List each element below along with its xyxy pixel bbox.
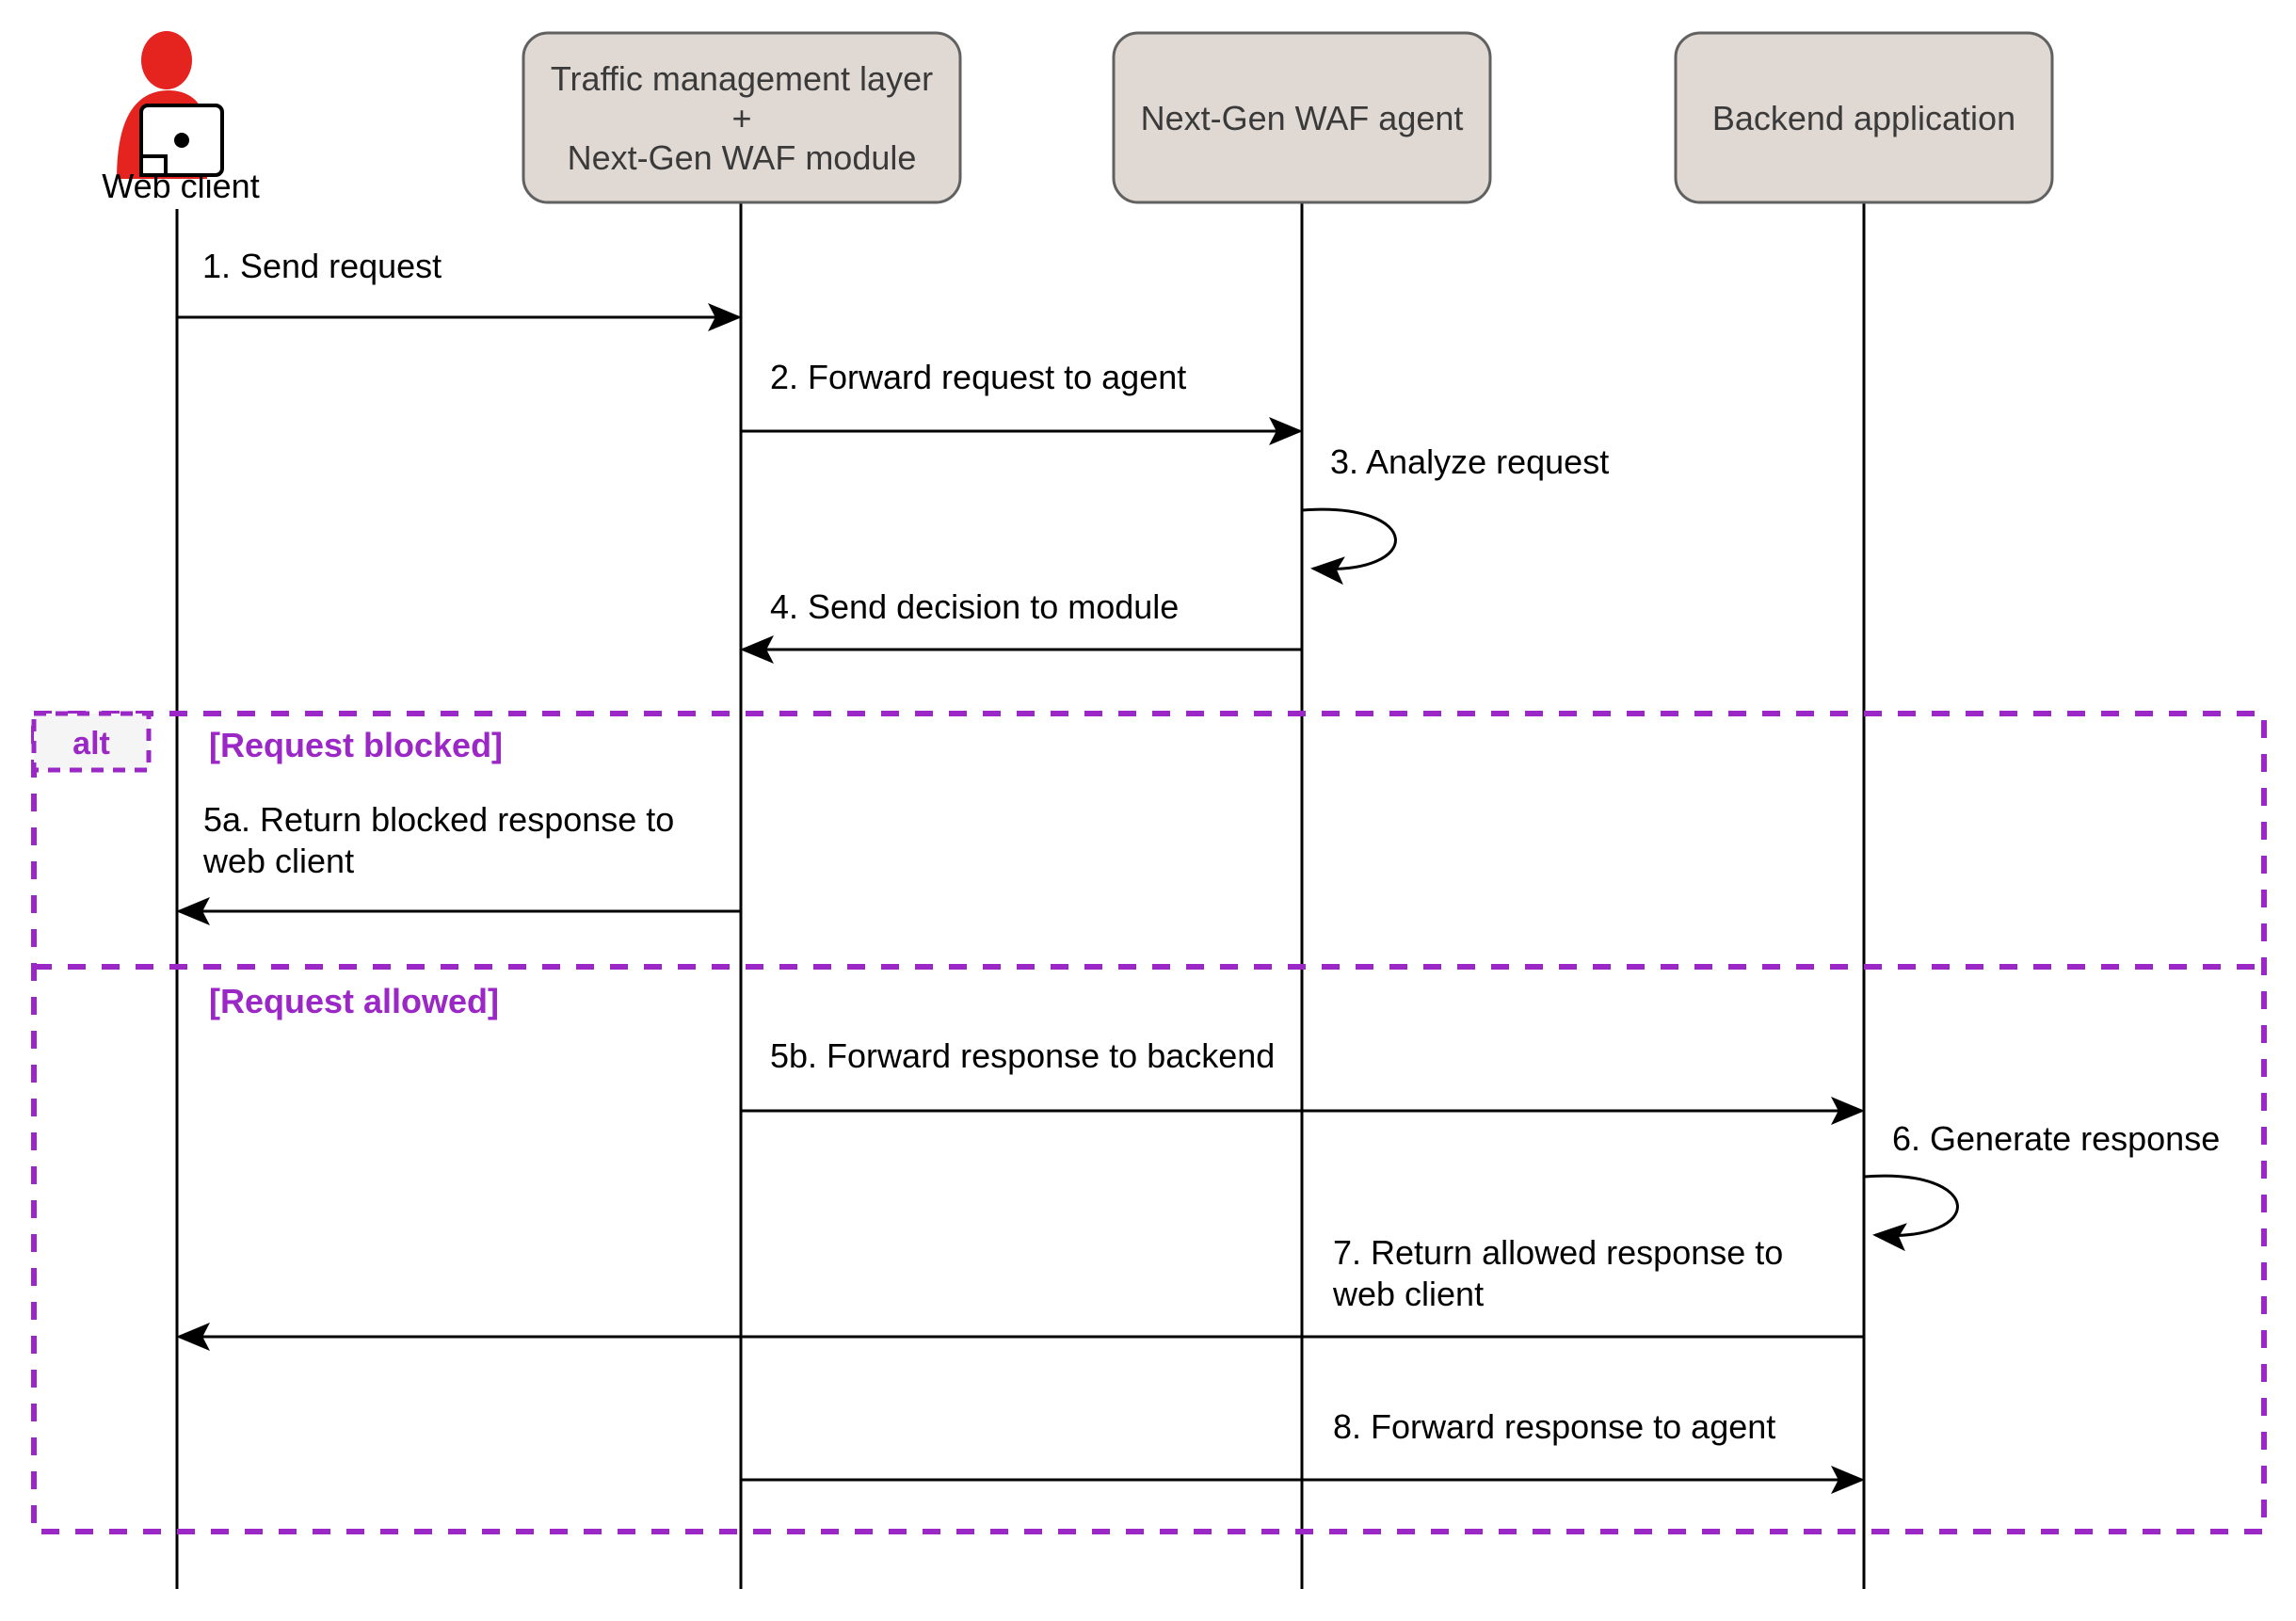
actor-label-traffic-line2: + xyxy=(731,99,751,137)
message-5a-return-blocked: 5a. Return blocked response to web clien… xyxy=(176,800,741,925)
message-2-forward-request: 2. Forward request to agent xyxy=(741,358,1303,445)
person-at-laptop-icon xyxy=(117,31,224,179)
message-3-self-loop xyxy=(1301,507,1397,586)
actor-box-traffic-module xyxy=(522,31,962,204)
lifelines xyxy=(175,202,1866,1589)
message-7-return-allowed: 7. Return allowed response to web client xyxy=(176,1233,1864,1351)
actor-box-waf-agent xyxy=(1112,31,1492,204)
actor-label-web-client: Web client xyxy=(102,167,259,205)
actor-waf-agent: Next-Gen WAF agent xyxy=(1112,31,1492,204)
actor-backend: Backend application xyxy=(1674,31,2054,204)
message-6-generate-response: 6. Generate response xyxy=(1863,1119,2220,1252)
message-6-self-loop xyxy=(1863,1174,1959,1252)
alt-condition-allowed: [Request allowed] xyxy=(209,982,499,1020)
message-4-send-decision: 4. Send decision to module xyxy=(740,587,1302,664)
laptop-dot xyxy=(174,133,189,148)
alt-condition-blocked: [Request blocked] xyxy=(209,726,503,764)
person-head xyxy=(141,31,192,89)
message-7-label-line1: 7. Return allowed response to xyxy=(1333,1233,1783,1272)
message-5b-forward-response: 5b. Forward response to backend xyxy=(741,1036,1865,1125)
actor-traffic-module: Traffic management layer + Next-Gen WAF … xyxy=(522,31,962,204)
message-5a-label-line2: web client xyxy=(202,842,354,880)
actor-box-backend xyxy=(1674,31,2054,204)
message-4-label: 4. Send decision to module xyxy=(770,587,1179,626)
message-3-analyze-request: 3. Analyze request xyxy=(1301,442,1609,586)
message-5b-label: 5b. Forward response to backend xyxy=(770,1036,1275,1075)
actor-web-client: Web client xyxy=(102,31,260,205)
actor-label-traffic-line3: Next-Gen WAF module xyxy=(568,138,917,177)
actor-label-waf-agent: Next-Gen WAF agent xyxy=(1141,99,1464,137)
message-1-send-request: 1. Send request xyxy=(177,247,742,331)
message-8-forward-to-agent: 8. Forward response to agent xyxy=(741,1407,1865,1494)
message-7-label-line2: web client xyxy=(1332,1275,1484,1313)
alt-operator-label: alt xyxy=(72,726,110,762)
message-3-label: 3. Analyze request xyxy=(1330,442,1609,481)
message-5a-label-line1: 5a. Return blocked response to xyxy=(203,800,674,839)
alt-fragment: alt [Request blocked] [Request allowed] xyxy=(31,711,2267,1534)
actor-label-backend: Backend application xyxy=(1712,99,2015,137)
message-8-label: 8. Forward response to agent xyxy=(1333,1407,1775,1446)
message-6-label: 6. Generate response xyxy=(1892,1119,2220,1158)
laptop-notch xyxy=(139,154,168,177)
message-2-label: 2. Forward request to agent xyxy=(770,358,1186,396)
alt-operator-box xyxy=(31,711,152,773)
message-1-label: 1. Send request xyxy=(202,247,442,285)
actor-label-traffic-line1: Traffic management layer xyxy=(551,59,933,98)
